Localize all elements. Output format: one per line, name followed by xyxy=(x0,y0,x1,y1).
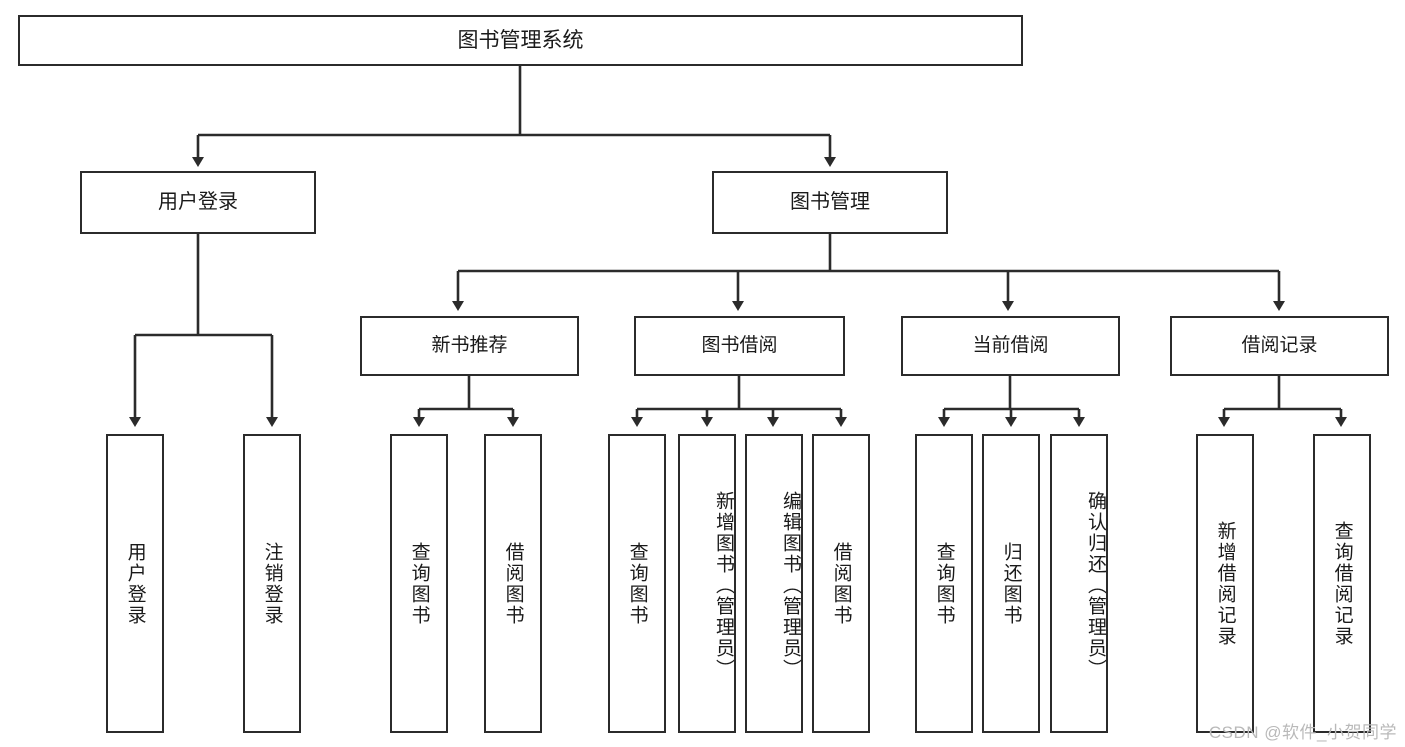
node-leaf-add-borrow-record[interactable]: 新增借阅记录 xyxy=(1196,434,1254,733)
node-borrow-record[interactable]: 借阅记录 xyxy=(1170,316,1389,376)
node-root-system[interactable]: 图书管理系统 xyxy=(18,15,1023,66)
node-label: 新增图书（管理员） xyxy=(713,491,734,680)
node-leaf-borrow-book[interactable]: 借阅图书 xyxy=(812,434,870,733)
node-label: 查询图书 xyxy=(408,541,430,626)
node-label: 新增借阅记录 xyxy=(1214,520,1236,647)
node-leaf-logout[interactable]: 注销登录 xyxy=(243,434,301,733)
watermark-text: CSDN @软件_小贺同学 xyxy=(1208,723,1397,742)
node-label: 确认归还（管理员） xyxy=(1085,491,1106,680)
node-leaf-edit-book-admin[interactable]: 编辑图书（管理员） xyxy=(745,434,803,733)
node-book-management[interactable]: 图书管理 xyxy=(712,171,948,234)
node-label: 用户登录 xyxy=(158,191,238,214)
node-book-borrow[interactable]: 图书借阅 xyxy=(634,316,845,376)
node-label: 归还图书 xyxy=(1000,541,1022,626)
node-label: 用户登录 xyxy=(124,541,146,626)
node-label: 新书推荐 xyxy=(431,335,508,357)
node-label: 借阅记录 xyxy=(1241,335,1318,357)
node-leaf-query-book-current[interactable]: 查询图书 xyxy=(915,434,973,733)
node-current-borrow[interactable]: 当前借阅 xyxy=(901,316,1120,376)
node-label: 借阅图书 xyxy=(830,541,852,626)
node-user-login[interactable]: 用户登录 xyxy=(80,171,316,234)
node-label: 图书管理系统 xyxy=(457,28,584,52)
node-leaf-add-book-admin[interactable]: 新增图书（管理员） xyxy=(678,434,736,733)
node-label: 注销登录 xyxy=(261,541,283,626)
node-leaf-borrow-book-recommend[interactable]: 借阅图书 xyxy=(484,434,542,733)
node-leaf-confirm-return-admin[interactable]: 确认归还（管理员） xyxy=(1050,434,1108,733)
node-leaf-query-book-recommend[interactable]: 查询图书 xyxy=(390,434,448,733)
node-leaf-query-book-borrow[interactable]: 查询图书 xyxy=(608,434,666,733)
node-label: 图书管理 xyxy=(790,191,870,214)
node-label: 查询借阅记录 xyxy=(1331,520,1353,647)
node-label: 查询图书 xyxy=(933,541,955,626)
node-label: 当前借阅 xyxy=(972,335,1049,357)
node-new-book-recommend[interactable]: 新书推荐 xyxy=(360,316,579,376)
node-label: 借阅图书 xyxy=(502,541,524,626)
node-label: 编辑图书（管理员） xyxy=(780,491,801,680)
node-label: 图书借阅 xyxy=(701,335,778,357)
node-leaf-return-book[interactable]: 归还图书 xyxy=(982,434,1040,733)
node-label: 查询图书 xyxy=(626,541,648,626)
node-leaf-user-login[interactable]: 用户登录 xyxy=(106,434,164,733)
node-leaf-query-borrow-record[interactable]: 查询借阅记录 xyxy=(1313,434,1371,733)
